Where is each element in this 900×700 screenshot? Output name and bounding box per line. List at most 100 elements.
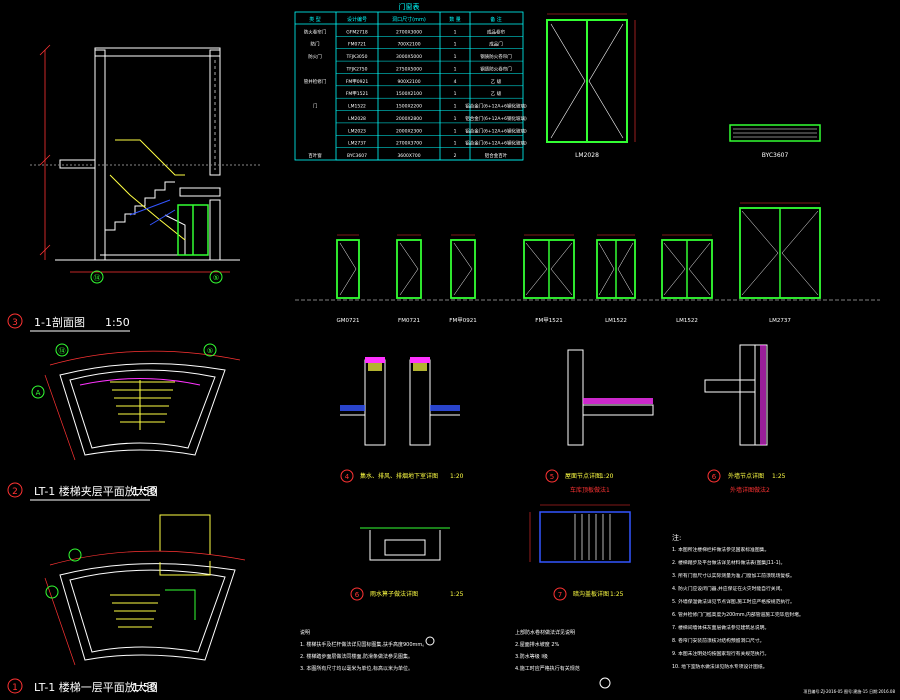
door-elevation-label: FM甲1521 bbox=[535, 317, 562, 324]
bottom-mid-marker-2 bbox=[599, 677, 611, 689]
table-cell: 铝合金门(6+12A+6钢化玻璃) bbox=[465, 140, 527, 147]
section-railing bbox=[109, 139, 186, 241]
detail-6-drawing bbox=[704, 344, 768, 446]
table-cell: 铝合金门(6+12A+6钢化玻璃) bbox=[465, 127, 527, 134]
notes-title: 注: bbox=[672, 533, 681, 542]
plan-bottom-door bbox=[165, 589, 196, 620]
title-2-num: 2 bbox=[12, 487, 18, 497]
door-table-title: 门窗表 bbox=[399, 2, 420, 11]
bottom-note-line: 说明 bbox=[300, 629, 310, 636]
notes-item: 1. 本图所注楼梯栏杆做法参见国家标准图集。 bbox=[672, 546, 769, 553]
table-cell: FM甲0921 bbox=[346, 79, 369, 85]
title-1-bubble bbox=[7, 678, 23, 694]
table-cell: LM2028 bbox=[348, 116, 366, 122]
door-swing-line bbox=[741, 210, 779, 296]
detail-8-bubble bbox=[553, 587, 567, 601]
detail-4-fill bbox=[340, 357, 460, 411]
title-1-num: 1 bbox=[12, 683, 18, 693]
detail-4-scale: 1:20 bbox=[450, 473, 464, 480]
table-cell: 乙 级 bbox=[491, 90, 502, 97]
notes-list: 1. 本图所注楼梯栏杆做法参见国家标准图集。2. 楼梯踏步及平台做法详见材料做法… bbox=[672, 546, 804, 670]
detail-rain-grate bbox=[369, 530, 441, 561]
table-cell: 700X2100 bbox=[397, 42, 420, 48]
plan-bottom-walls bbox=[59, 563, 236, 661]
table-cell: LM2737 bbox=[348, 141, 366, 147]
plan-top-dims bbox=[44, 350, 241, 461]
table-cell: 1 bbox=[454, 29, 457, 35]
bottom-mid-line: 3.防水等级 I级 bbox=[515, 653, 548, 660]
bottom-note-line: 1. 楼梯扶手及栏杆做法详见国标图集,扶手高度900mm。 bbox=[300, 641, 427, 648]
table-cell: 2 bbox=[454, 153, 457, 159]
door-lm2028-elevation bbox=[546, 19, 628, 143]
table-cell: TFJK2750 bbox=[345, 66, 367, 72]
plan-bottom-axis-a bbox=[68, 548, 82, 562]
table-cell: 成品门 bbox=[489, 41, 503, 48]
table-cell: 1 bbox=[454, 128, 457, 134]
table-cell: 铝合金门(6+12A+6钢化玻璃) bbox=[465, 115, 527, 122]
door-swing-line bbox=[781, 210, 819, 296]
detail-6-subtitle: 外墙详图做法2 bbox=[730, 486, 770, 494]
table-cell: 铝合金百叶 bbox=[485, 152, 508, 159]
table-cell: 1 bbox=[454, 91, 457, 97]
table-cell: 防火门 bbox=[308, 53, 322, 60]
door-lm2028-label: LM2028 bbox=[575, 152, 599, 159]
plan-top-magenta bbox=[79, 378, 201, 386]
door-swing-line bbox=[598, 242, 615, 296]
table-cell: 防火卷帘门 bbox=[304, 28, 327, 35]
door-swing-line bbox=[339, 242, 357, 296]
table-cell: 成品卷帘 bbox=[487, 28, 505, 35]
section-dims bbox=[39, 44, 230, 273]
table-cell: LM1522 bbox=[348, 104, 366, 110]
door-elevation-label: LM2737 bbox=[769, 318, 791, 324]
detail-5-bubble bbox=[545, 469, 559, 483]
bottom-mid-line: 4.施工时应严格执行有关规范 bbox=[515, 665, 580, 672]
title-3-text: 1-1剖面图 bbox=[34, 315, 85, 329]
detail-8-num: 7 bbox=[558, 591, 562, 599]
title-3-num: 3 bbox=[12, 318, 18, 328]
section-door bbox=[177, 204, 209, 256]
plan-top-axis-a-label: ⑭ bbox=[59, 347, 66, 355]
section-1-1-drawing bbox=[30, 47, 260, 261]
table-cell: 900X2100 bbox=[397, 79, 420, 85]
door-lm2028-dims bbox=[547, 13, 636, 142]
notes-item: 10. 地下室防水做法详见防水专项设计图纸。 bbox=[672, 663, 768, 670]
table-cell: LM2023 bbox=[348, 128, 366, 134]
table-cell: 管井检修门 bbox=[304, 78, 327, 85]
detail-6-num: 6 bbox=[712, 473, 717, 481]
door-elevation-label: LM1522 bbox=[676, 318, 698, 324]
door-elevation-frame bbox=[336, 239, 360, 299]
title-2-text: LT-1 楼梯夹层平面放大图 bbox=[34, 484, 158, 498]
title-1-scale: 1:50 bbox=[132, 681, 157, 694]
detail-trench-bars bbox=[574, 514, 611, 560]
detail-7-scale: 1:25 bbox=[450, 591, 464, 598]
table-header-cell: 设计编号 bbox=[347, 16, 367, 23]
table-cell: 1 bbox=[454, 116, 457, 122]
detail-7-bubble bbox=[350, 587, 364, 601]
louver-byc3607-elevation bbox=[729, 124, 821, 142]
door-swing-line bbox=[617, 242, 634, 296]
louver-slats bbox=[733, 128, 817, 138]
plan-top-walls bbox=[59, 363, 226, 456]
door-elevation-frame bbox=[396, 239, 422, 299]
plan-top-axis-b bbox=[31, 385, 45, 399]
table-cell: 4 bbox=[454, 79, 457, 85]
bottom-mid-line: 2.屋面排水坡度 2% bbox=[515, 641, 560, 648]
plan-top-axis-c bbox=[203, 343, 217, 357]
plan-bottom-stairs bbox=[110, 514, 211, 628]
section-axis-right: ⑤ bbox=[213, 274, 219, 282]
plan-top-axis-b-label: A bbox=[36, 389, 41, 397]
detail-4-title: 集水、排风、排烟地下室详图 bbox=[360, 472, 438, 480]
section-highlight bbox=[129, 199, 176, 226]
table-cell: 1500X2100 bbox=[396, 91, 422, 97]
bottom-mid-marker bbox=[425, 636, 435, 646]
table-cell: 钢质防火卷帘门 bbox=[480, 53, 512, 60]
table-cell: 2700X3700 bbox=[396, 141, 422, 147]
detail-5-title: 屋面节点详图 bbox=[565, 472, 601, 480]
plan-top-stairs bbox=[110, 380, 175, 430]
table-header-cell: 类 型 bbox=[309, 16, 321, 23]
bottom-notes: 说明1. 楼梯扶手及栏杆做法详见国标图集,扶手高度900mm。2. 楼梯踏步面层… bbox=[300, 629, 427, 672]
table-cell: BYC3607 bbox=[347, 153, 367, 159]
